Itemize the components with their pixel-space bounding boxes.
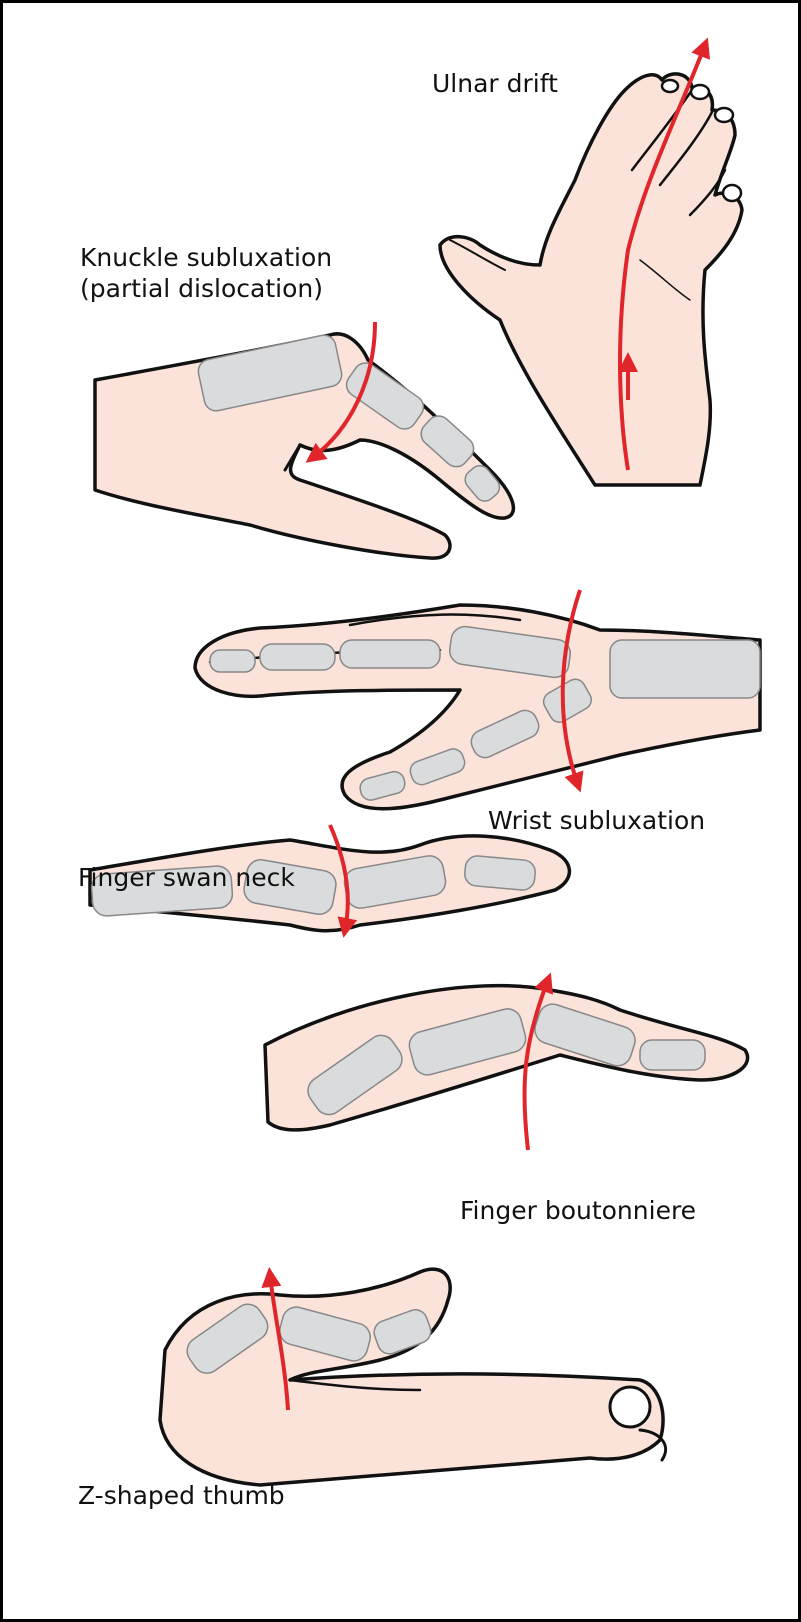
label-knuckle-subluxation: Knuckle subluxation (partial dislocation… xyxy=(80,242,400,305)
label-ulnar-drift: Ulnar drift xyxy=(432,68,558,99)
thumb-nail-icon xyxy=(610,1387,650,1427)
label-finger-swan-neck: Finger swan neck xyxy=(78,862,295,893)
nail-icon xyxy=(691,85,709,99)
label-z-shaped-thumb: Z-shaped thumb xyxy=(78,1480,285,1511)
label-finger-boutonniere: Finger boutonniere xyxy=(460,1195,696,1226)
nail-icon xyxy=(715,108,733,122)
label-wrist-subluxation: Wrist subluxation xyxy=(488,805,705,836)
nail-icon xyxy=(662,80,678,92)
nail-icon xyxy=(723,185,741,201)
label-knuckle-line1: Knuckle subluxation xyxy=(80,242,400,273)
label-knuckle-line2: (partial dislocation) xyxy=(80,273,400,304)
